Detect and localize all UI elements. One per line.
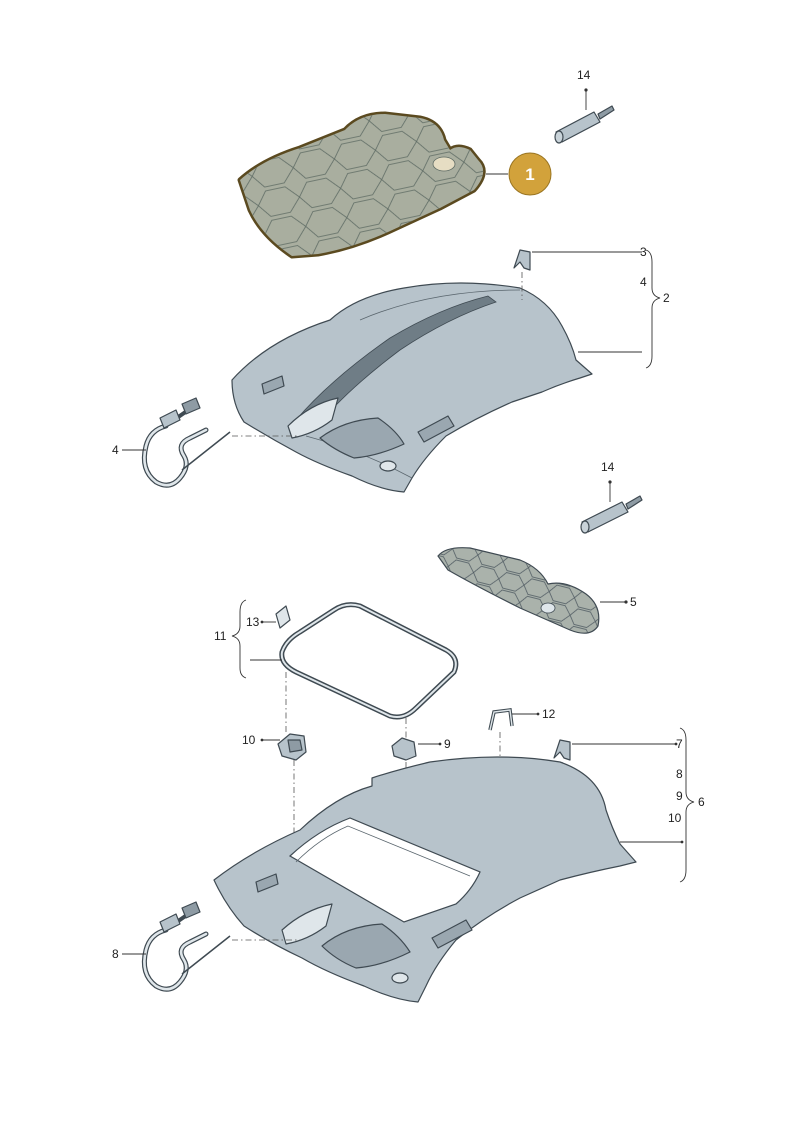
callout-4: 4 [112, 443, 119, 457]
callout-10-bracket: 10 [668, 811, 682, 825]
callout-8: 8 [112, 947, 119, 961]
callout-13: 13 [246, 615, 260, 629]
callout-9-bracket: 9 [676, 789, 683, 803]
headliner-handle-right [417, 415, 455, 443]
sunroof-visor-left [281, 903, 333, 945]
callout-6: 6 [698, 795, 705, 809]
insulation-mat-part-5[interactable] [437, 547, 600, 634]
badge-label: 1 [525, 165, 534, 184]
sunroof-light [391, 972, 409, 984]
adhesive-tube-top[interactable] [554, 88, 615, 144]
callout-7: 7 [676, 737, 683, 751]
adhesive-tube-middle[interactable] [580, 480, 643, 534]
callout-10: 10 [242, 733, 256, 747]
insulation-mat-honeycomb [240, 114, 484, 256]
callout-12: 12 [542, 707, 556, 721]
clip-part-10[interactable] [277, 733, 307, 761]
callout-14-top: 14 [577, 68, 591, 82]
wiring-harness-part-8[interactable] [141, 901, 231, 992]
headliner-light [379, 460, 397, 472]
part-number-badge[interactable]: 1 [508, 152, 552, 196]
callout-2: 2 [663, 291, 670, 305]
callout-3: 3 [640, 245, 647, 259]
sunroof-visor-right [321, 923, 411, 969]
bracket-part-2 [645, 249, 661, 369]
wiring-harness-part-4[interactable] [141, 397, 231, 488]
sunroof-handle-right [431, 919, 473, 949]
sunroof-opening [288, 817, 481, 923]
callout-11: 11 [214, 629, 227, 643]
clip-part-3[interactable] [513, 249, 531, 300]
callout-8-bracket: 8 [676, 767, 683, 781]
seal-clip-part-13[interactable] [275, 605, 291, 629]
headliner-visor-right [319, 417, 405, 459]
insulation-mat-part-1[interactable] [237, 111, 486, 259]
callout-9: 9 [444, 737, 451, 751]
headliner-part-6[interactable] [213, 756, 637, 1003]
bracket-part-6 [679, 727, 695, 883]
sunroof-grab-handle-left [255, 873, 279, 893]
headliner-visor-left [287, 397, 339, 439]
callout-4-bracket: 4 [640, 275, 647, 289]
headliner-grab-handle-left [261, 375, 285, 395]
bracket-part-12[interactable] [488, 708, 514, 731]
clip-part-9[interactable] [391, 737, 417, 761]
callout-5: 5 [630, 595, 637, 609]
sunroof-seal-part-11[interactable] [279, 602, 459, 720]
insulation-mat-cutout [432, 156, 456, 172]
headliner-part-2[interactable] [231, 282, 593, 493]
bracket-part-11 [231, 599, 247, 679]
headliner-shell [231, 282, 593, 493]
callout-14-middle: 14 [601, 460, 615, 474]
